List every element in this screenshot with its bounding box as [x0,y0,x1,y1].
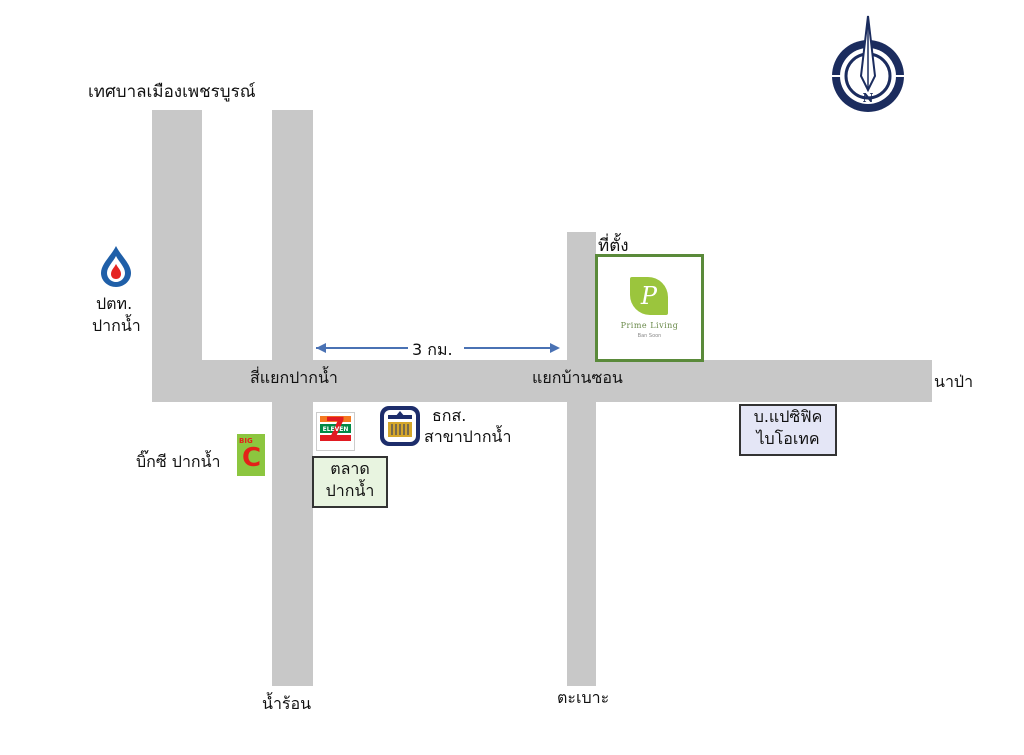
market-label-1: ตลาด [330,459,370,478]
pacific-box[interactable]: บ.แปซิฟิค ไบโอเทค [739,404,837,456]
location-label: ที่ตั้ง [598,236,629,256]
prime-leaf-logo: P [630,277,668,315]
compass-icon: N [830,15,906,112]
label-junction-right: แยกบ้านซอน [532,368,623,387]
baac-logo[interactable] [379,405,421,447]
road-horizontal-main [152,360,932,402]
market-box[interactable]: ตลาด ปากน้ำ [312,456,388,508]
ptt-label-1: ปตท. [96,294,133,313]
label-bottom-right: ตะเบาะ [557,688,610,707]
seven-logo-number: 7 [325,412,346,447]
seven-logo-text: ELEVEN [322,426,349,433]
pacific-label-1: บ.แปซิฟิค [753,407,823,426]
location-box[interactable]: P Prime Living Ban Soon [595,254,704,362]
market-label-2: ปากน้ำ [325,481,375,500]
prime-logo-letter: P [640,282,658,310]
bigc-logo-letter: C [242,443,262,473]
baac-label-2: สาขาปากน้ำ [424,427,512,446]
baac-label-1: ธกส. [432,406,467,425]
prime-sub: Ban Soon [637,333,662,339]
road-vertical-left-1 [152,110,202,402]
bigc-logo-small: BIG [239,437,253,445]
bigc-label: บิ๊กซี ปากน้ำ [136,452,221,471]
compass-letter: N [863,91,874,105]
label-east: นาป่า [934,372,974,391]
label-bottom-left: น้ำร้อน [262,694,312,713]
label-top-left: เทศบาลเมืองเพชรบูรณ์ [88,82,256,102]
pacific-label-2: ไบโอเทค [756,429,820,448]
label-junction-left: สี่แยกปากน้ำ [250,368,338,387]
road-vertical-right [567,232,596,686]
bigc-logo[interactable]: BIG C [237,434,265,476]
prime-name: Prime Living [620,321,679,330]
distance-arrow [316,343,560,353]
seven-eleven-logo[interactable]: 7 ELEVEN [316,412,355,451]
ptt-drop-icon [101,246,131,287]
distance-label: 3 กม. [412,340,453,359]
ptt-label-2: ปากน้ำ [92,316,141,335]
